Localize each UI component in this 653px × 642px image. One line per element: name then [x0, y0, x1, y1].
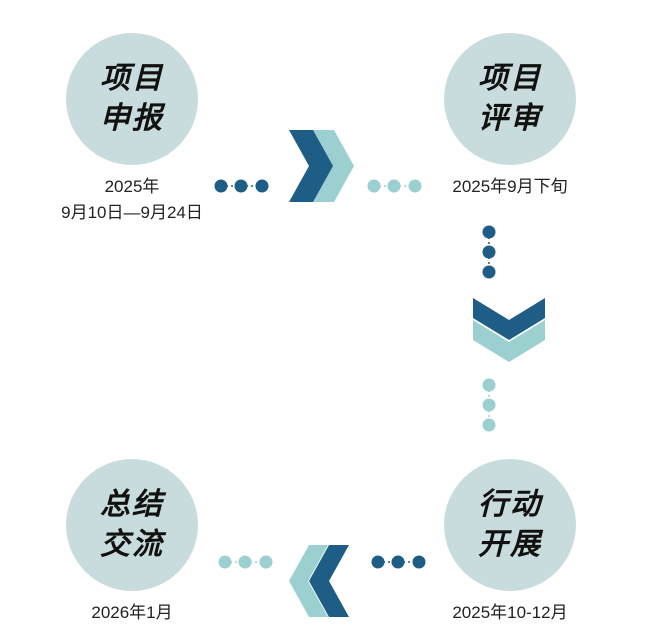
chevron-left-dark-icon — [309, 545, 349, 617]
dot — [482, 265, 496, 279]
node-date-review: 2025年9月下旬 — [452, 177, 568, 196]
node-date-summary: 2026年1月 — [91, 603, 173, 622]
dot — [218, 555, 232, 569]
dot — [255, 179, 269, 193]
node-date-launch: 2025年10-12月 — [452, 603, 568, 622]
node-label-launch: 行动 开展 — [478, 487, 542, 562]
node-circle-review: 项目 评审 — [444, 33, 576, 165]
node-circle-apply: 项目 申报 — [66, 33, 198, 165]
connector-launch-summary — [218, 545, 426, 617]
connector-apply-review — [214, 130, 422, 202]
chevron-right-dark-icon — [289, 130, 334, 202]
dot — [367, 179, 381, 193]
dot — [482, 225, 496, 239]
dot — [482, 378, 496, 392]
dot — [482, 245, 496, 259]
node-date-apply: 2025年 9月10日—9月24日 — [61, 177, 203, 222]
dot — [371, 555, 385, 569]
dot — [391, 555, 405, 569]
node-label-apply: 项目 申报 — [100, 61, 164, 136]
chevron-right-light-icon — [313, 130, 354, 202]
dot — [412, 555, 426, 569]
chevron-down-dark-icon — [473, 298, 545, 340]
node-label-summary: 总结 交流 — [100, 487, 164, 562]
dot — [387, 179, 401, 193]
dot — [482, 398, 496, 412]
chevron-left-light-icon — [289, 545, 328, 617]
dot — [238, 555, 252, 569]
dot — [259, 555, 273, 569]
dot — [482, 418, 496, 432]
node-label-review: 项目 评审 — [478, 61, 542, 136]
chevron-down-light-icon — [473, 320, 545, 362]
node-circle-summary: 总结 交流 — [66, 459, 198, 591]
dot — [214, 179, 228, 193]
dot — [234, 179, 248, 193]
connector-review-launch — [473, 225, 545, 432]
node-circle-launch: 行动 开展 — [444, 459, 576, 591]
dot — [408, 179, 422, 193]
